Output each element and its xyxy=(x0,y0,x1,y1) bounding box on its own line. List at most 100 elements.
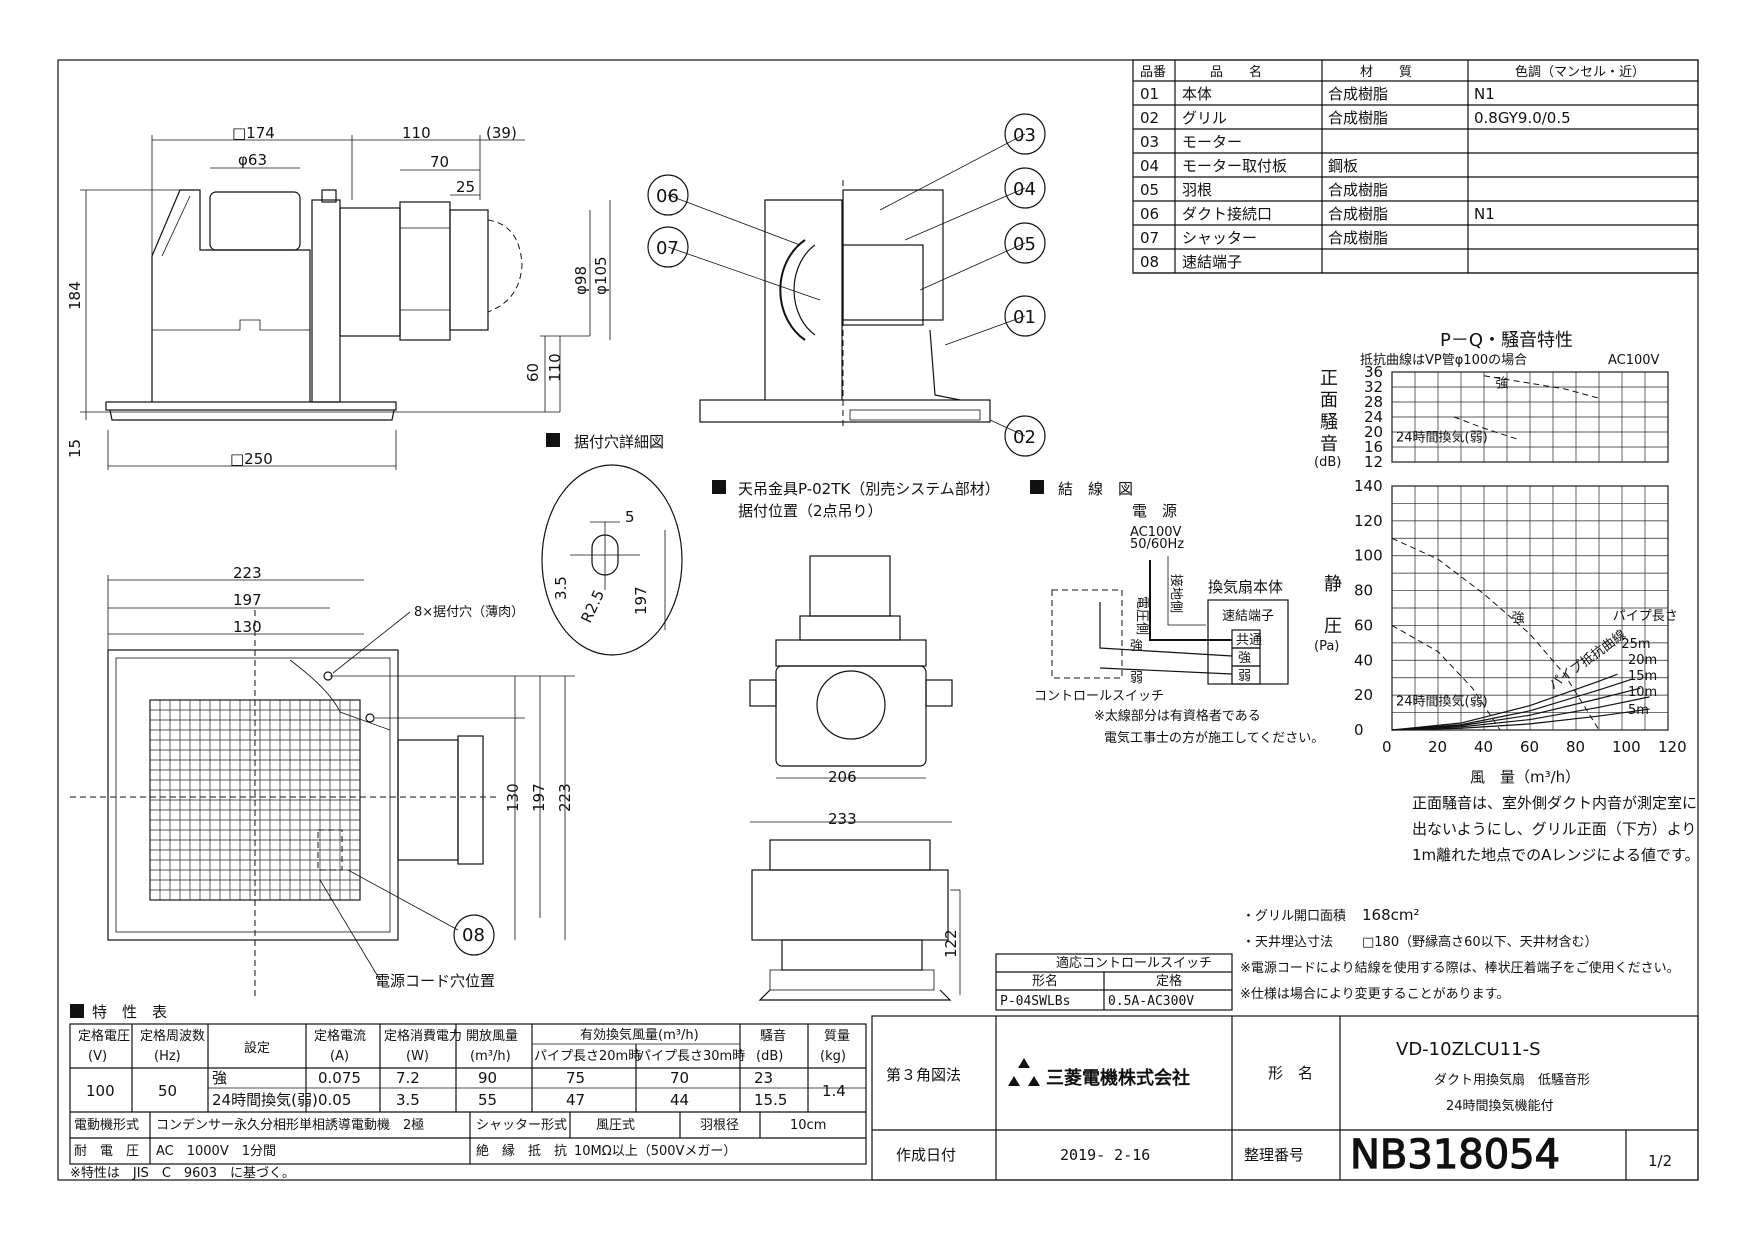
pq-x-tick-label: 20 xyxy=(1428,738,1447,756)
parts-cell: 速結端子 xyxy=(1182,253,1242,271)
chart-ac-label: AC100V xyxy=(1608,353,1660,368)
dim-63: φ63 xyxy=(238,151,267,169)
switch-label: コントロールスイッチ xyxy=(1034,689,1164,704)
parts-cell: N1 xyxy=(1474,85,1495,103)
noise-tick-label: 12 xyxy=(1364,453,1383,471)
parts-header-name: 品 名 xyxy=(1210,64,1262,80)
noise-tick-label: 16 xyxy=(1364,438,1383,456)
pq-y-tick-label: 120 xyxy=(1354,512,1383,530)
switch-strong: 強 xyxy=(1130,639,1143,654)
chart-note-2: 出ないようにし、グリル正面（下方）より xyxy=(1412,820,1696,838)
chart-sub-title: 抵抗曲線はVP管φ100の場合 xyxy=(1360,352,1527,368)
spec-h-30m: パイプ長さ30m時 xyxy=(638,1049,745,1064)
hole-dim-3-5: 3.5 xyxy=(552,576,570,600)
spec-motor-label: 電動機形式 xyxy=(74,1118,139,1133)
spec-cell: 23 xyxy=(754,1069,773,1087)
parts-cell: 01 xyxy=(1140,85,1159,103)
spec-blade-value: 10cm xyxy=(790,1118,826,1133)
spec-insulation-value: 10MΩ以上（500Vメガー） xyxy=(574,1144,736,1159)
spec-h-mass: 質量 xyxy=(824,1029,850,1044)
parts-cell: 羽根 xyxy=(1182,181,1212,199)
pq-label-strong: 強 xyxy=(1512,611,1525,626)
spec-h-voltage: 定格電圧 xyxy=(78,1028,130,1044)
bottom-dim-v197: 197 xyxy=(530,783,548,812)
bottom-dim-197: 197 xyxy=(233,591,262,609)
spec-motor-value: コンデンサー永久分相形単相誘導電動機 2極 xyxy=(156,1117,424,1133)
dim-184: 184 xyxy=(66,281,84,310)
wiring-note2: 電気工事士の方が施工してください。 xyxy=(1104,730,1324,746)
pq-x-tick-label: 120 xyxy=(1658,738,1687,756)
parts-cell: 鋼板 xyxy=(1328,157,1358,175)
noise-axis-4: 音 xyxy=(1320,434,1338,455)
noise-tick-label: 24 xyxy=(1364,408,1383,426)
wiring-diagram: 結 線 図 電 源 AC100V 50/60Hz 電圧側 接地側 換気扇本体 速… xyxy=(1030,480,1324,746)
pq-y-tick-label: 60 xyxy=(1354,616,1373,634)
model-label: 形 名 xyxy=(1268,1064,1313,1082)
pq-chart-area: P－Q・騒音特性 抵抗曲線はVP管φ100の場合 AC100V 正 面 騒 音 … xyxy=(1314,330,1699,864)
callout-02: 02 xyxy=(1013,427,1036,448)
bottom-view: 223 197 130 8×据付穴（薄肉） 130 197 223 08 電源コ… xyxy=(70,564,575,1000)
spec-h-setting: 設定 xyxy=(244,1040,270,1056)
dim-110: 110 xyxy=(402,124,431,142)
pressure-axis-2: 圧 xyxy=(1324,616,1342,637)
parts-cell: 08 xyxy=(1140,253,1159,271)
noise-series-label-weak: 24時間換気(弱) xyxy=(1396,429,1488,445)
hanger-dim-122: 122 xyxy=(942,929,960,958)
note-cord: ※電源コードにより結線を使用する際は、棒状圧着端子をご使用ください。 xyxy=(1240,960,1680,976)
spec-h-noise-unit: (dB) xyxy=(756,1049,783,1064)
pq-label-resistance: パイプ抵抗曲線 xyxy=(1546,627,1629,693)
spec-shutter-value: 風圧式 xyxy=(596,1118,635,1133)
pq-series-0 xyxy=(1391,537,1600,731)
pq-y-tick-label: 140 xyxy=(1354,477,1383,495)
parts-header-material: 材 質 xyxy=(1360,65,1412,80)
switch-table-model: P-04SWLBs xyxy=(1000,994,1070,1009)
notes-block: ・グリル開口面積 168cm² ・天井埋込寸法 □180（野縁高さ60以下、天井… xyxy=(1240,906,1680,1002)
spec-h-effective: 有効換気風量(m³/h) xyxy=(580,1027,699,1043)
grille-area-label: ・グリル開口面積 xyxy=(1242,909,1346,924)
spec-h-open-flow: 開放風量 xyxy=(466,1029,518,1044)
pq-y-tick-label: 40 xyxy=(1354,651,1373,669)
callout-07: 07 xyxy=(656,238,679,259)
pq-resistance-curve xyxy=(1391,708,1650,731)
mitsubishi-logo-icon xyxy=(1008,1058,1040,1086)
noise-axis-1: 正 xyxy=(1320,368,1338,389)
callout-01: 01 xyxy=(1013,307,1036,328)
callout-05: 05 xyxy=(1013,234,1036,255)
chart-note-3: 1m離れた地点でのAレンジによる値です。 xyxy=(1412,846,1699,864)
noise-series-1 xyxy=(1453,416,1519,440)
pq-resistance-label: 25m xyxy=(1621,637,1650,652)
spec-table: 特 性 表 定格電圧 (V) 定格周波数 (Hz) 設定 定格電流 (A) 定格… xyxy=(69,1003,867,1181)
fan-body-label: 換気扇本体 xyxy=(1208,578,1283,596)
hanger-title: 天吊金具P-02TK（別売システム部材） xyxy=(738,480,1000,498)
spec-cell: 7.2 xyxy=(396,1069,420,1087)
callout-03: 03 xyxy=(1013,125,1036,146)
dim-70: 70 xyxy=(430,153,449,171)
pq-x-tick-label: 40 xyxy=(1474,738,1493,756)
terminal-label: 速結端子 xyxy=(1222,609,1274,624)
parts-header-color: 色調（マンセル・近） xyxy=(1515,64,1645,80)
parts-cell: 05 xyxy=(1140,181,1159,199)
switch-table-title: 適応コントロールスイッチ xyxy=(1056,955,1212,971)
ceiling-size-value: □180（野縁高さ60以下、天井材含む） xyxy=(1362,934,1598,950)
dim-110v: 110 xyxy=(546,353,564,382)
spec-withstand-label: 耐 電 圧 xyxy=(74,1144,139,1159)
ref-number: NB318054 xyxy=(1350,1132,1560,1178)
noise-unit: (dB) xyxy=(1314,455,1341,470)
terminal-common: 共通 xyxy=(1236,633,1262,648)
parts-cell: モーター取付板 xyxy=(1182,157,1287,175)
pq-x-tick-label: 60 xyxy=(1520,738,1539,756)
pq-resistance-curve xyxy=(1391,673,1618,731)
spec-h-power: 定格消費電力 xyxy=(384,1028,462,1044)
parts-cell: 合成樹脂 xyxy=(1328,229,1388,247)
parts-cell: 合成樹脂 xyxy=(1328,181,1388,199)
spec-shutter-label: シャッター形式 xyxy=(476,1118,567,1133)
parts-cell: 合成樹脂 xyxy=(1328,85,1388,103)
parts-cell: 04 xyxy=(1140,157,1159,175)
hole-dim-5: 5 xyxy=(625,508,635,526)
live-label: 電圧側 xyxy=(1134,596,1149,635)
dim-250: □250 xyxy=(230,450,273,468)
parts-cell: 0.8GY9.0/0.5 xyxy=(1474,109,1571,127)
callout-06: 06 xyxy=(656,186,679,207)
